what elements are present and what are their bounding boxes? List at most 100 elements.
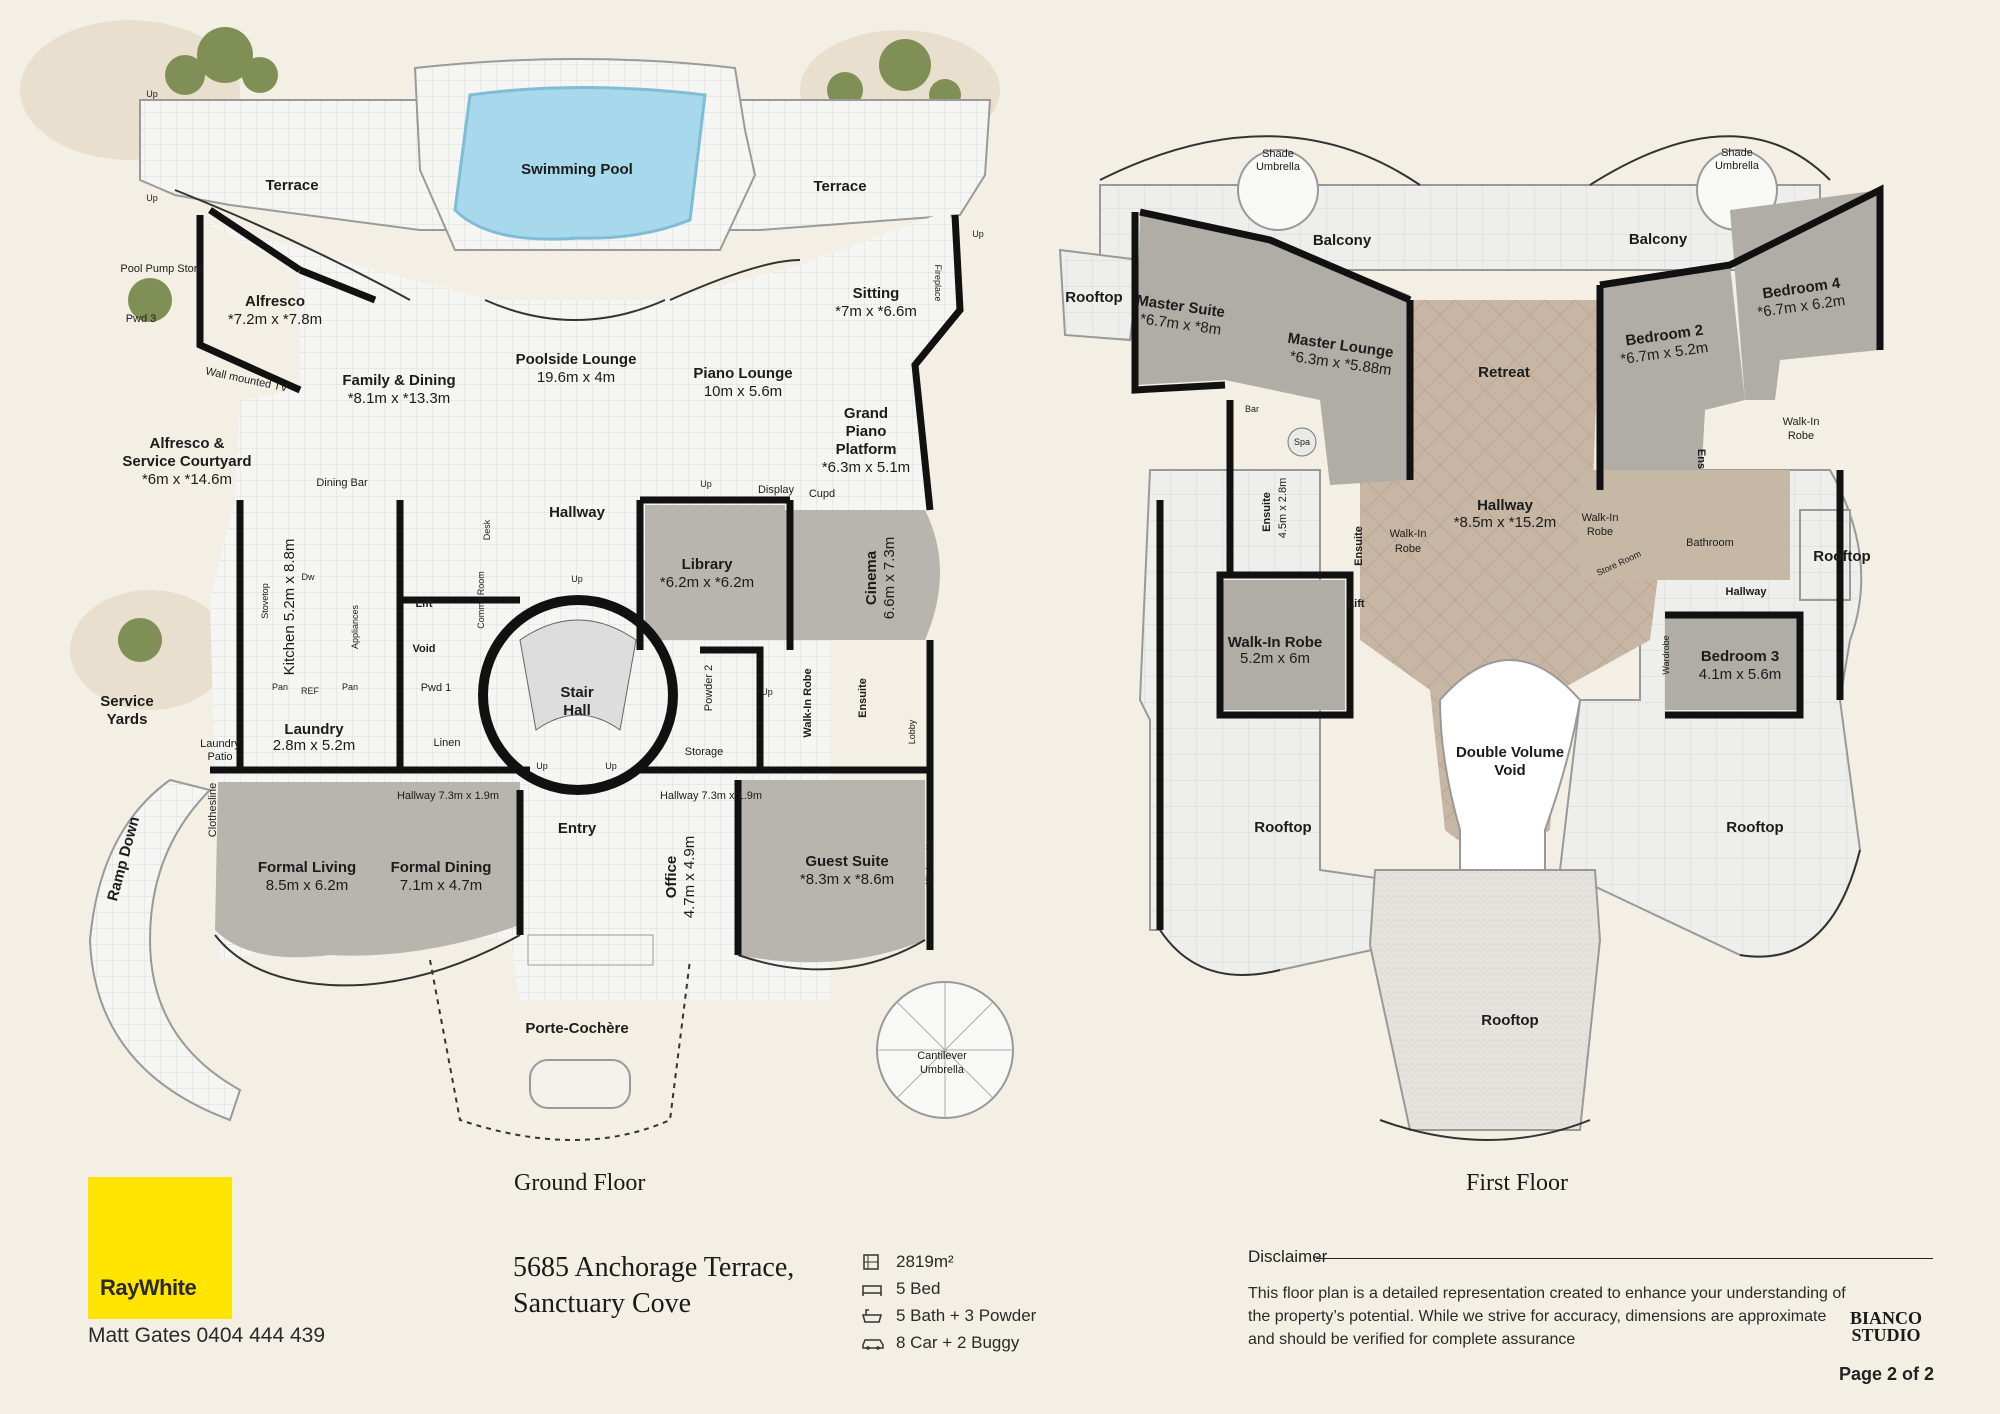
address-line-1: 5685 Anchorage Terrace,: [513, 1252, 795, 1283]
lobby-label: Lobby: [907, 719, 917, 744]
terrace-right-label: Terrace: [813, 178, 866, 195]
rooftop-small: [1058, 248, 1142, 342]
pan-label-right: Pan: [342, 682, 358, 692]
alfresco-courtyard-label-1: Alfresco &: [149, 435, 224, 452]
family-dining-dim: *8.1m x *13.3m: [348, 390, 451, 407]
bath-icon: [862, 1306, 896, 1326]
formal-dining-dim: 7.1m x 4.7m: [400, 877, 483, 894]
porte-cochere-label: Porte-Cochère: [525, 1020, 628, 1037]
library-fill: [645, 505, 785, 640]
ensuite-master-dim: 4.5m x 2.8m: [1277, 478, 1289, 539]
address-line-2: Sanctuary Cove: [513, 1288, 692, 1319]
comms-room-label: Comms Room: [476, 571, 486, 629]
laundry-patio-label-1: Laundry: [200, 738, 240, 750]
property-stats: 2819m² 5 Bed 5 Bath + 3 Powder 8 Car + 2…: [862, 1248, 1036, 1356]
wardrobe-label: Wardrobe: [1661, 635, 1671, 674]
robe-label-bed4: Robe: [1788, 430, 1814, 442]
library-label: Library: [682, 556, 734, 573]
glass-walls: [174, 189, 926, 987]
pan-label-left: Pan: [272, 682, 288, 692]
cantilever-label-2: Umbrella: [920, 1064, 965, 1076]
pool-pump-store-label: Pool Pump Store: [120, 263, 203, 275]
ramp-down: [88, 778, 242, 1122]
entry-label: Entry: [558, 820, 597, 837]
studio-line-1: BIANCO: [1850, 1308, 1923, 1328]
studio-line-2: STUDIO: [1851, 1325, 1921, 1345]
umbrella-icon: [1237, 149, 1319, 231]
shade-umbrella-label-2: Umbrella: [1256, 161, 1301, 173]
shade-umbrella-label-2: Umbrella: [1715, 160, 1760, 172]
ref-label: REF: [301, 686, 320, 696]
car-icon: [529, 1059, 631, 1109]
porte-cochere-outline: [429, 959, 691, 1141]
guest-suite-label: Guest Suite: [805, 853, 888, 870]
bedroom3-dim: 4.1m x 5.6m: [1699, 666, 1782, 683]
rooftop-left-label: Rooftop: [1254, 819, 1311, 836]
library-dim: *6.2m x *6.2m: [660, 574, 754, 591]
alfresco-courtyard-dim: *6m x *14.6m: [142, 471, 232, 488]
office-label: Office: [663, 856, 680, 899]
display-label: Display: [758, 484, 795, 496]
grand-piano-label-3: Platform: [836, 441, 897, 458]
grand-piano-label-1: Grand: [844, 405, 888, 422]
retreat-label: Retreat: [1478, 364, 1530, 381]
raywhite-logo-text: RayWhite: [100, 1275, 197, 1300]
alfresco-label: Alfresco: [245, 293, 305, 310]
fireplace-label: Fireplace: [933, 264, 943, 301]
building-icon: [862, 1252, 896, 1272]
ground-floor-plan: Terrace Swimming Pool Terrace Pool Pump …: [20, 20, 1014, 1141]
bed-icon: [862, 1279, 896, 1299]
guest-suite-fill: [738, 780, 925, 963]
hallway-small-label: Hallway: [1726, 586, 1768, 598]
stat-bath: 5 Bath + 3 Powder: [862, 1302, 1036, 1329]
staircase: [519, 619, 637, 731]
formal-living-dim: 8.5m x 6.2m: [266, 877, 349, 894]
swimming-pool: [453, 86, 707, 241]
laundry-patio-label-2: Patio: [207, 751, 232, 763]
stat-bed: 5 Bed: [862, 1275, 1036, 1302]
shade-umbrella-label-1: Shade: [1262, 148, 1294, 160]
double-volume-void: [1438, 659, 1582, 871]
walk-in-robe-big-dim: 5.2m x 6m: [1240, 650, 1310, 667]
sitting-label: Sitting: [853, 285, 900, 302]
rooftop-small-label: Rooftop: [1065, 289, 1122, 306]
first-floor-plan: Shade Umbrella Shade Umbrella Balcony Ba…: [1058, 135, 1884, 1141]
hallway-label: Hallway: [1477, 497, 1534, 514]
hallway-mid-label: Hallway: [549, 504, 606, 521]
up-label: Up: [972, 229, 984, 239]
rooftop-bottom: [1368, 869, 1602, 1131]
clothesline-label: Clothesline: [207, 783, 219, 837]
piano-lounge-label: Piano Lounge: [693, 365, 792, 382]
walk-in-robe-fill: [1220, 580, 1345, 710]
powder2-label: Powder 2: [703, 665, 715, 711]
ensuite-master-label: Ensuite: [1261, 492, 1273, 532]
appliances-label: Appliances: [350, 604, 360, 649]
ground-walls: [196, 207, 964, 955]
terrace-left-label: Terrace: [265, 177, 318, 194]
entry-steps: [527, 934, 654, 966]
walk-in-label-bed4: Walk-In: [1783, 416, 1820, 428]
first-floor-curves: [1099, 135, 1861, 1141]
hallway-dim: *8.5m x *15.2m: [1454, 514, 1557, 531]
family-dining-label: Family & Dining: [342, 372, 455, 389]
stat-area: 2819m²: [862, 1248, 1036, 1275]
walk-in-robe-big-label: Walk-In Robe: [1228, 634, 1322, 651]
kitchenette-label: Kitchenette: [924, 839, 934, 884]
poolside-lounge-dim: 19.6m x 4m: [537, 369, 615, 386]
walk-in-robe-label-1: Walk-In: [1390, 528, 1427, 540]
bianco-studio-logo: BIANCO STUDIO: [1850, 1308, 1923, 1345]
alfresco-courtyard-label-2: Service Courtyard: [122, 453, 251, 470]
rooftop-bottom-label: Rooftop: [1481, 1012, 1538, 1029]
first-floor-walls: [1131, 184, 1884, 930]
balcony-left-label: Balcony: [1313, 232, 1372, 249]
up-label: Up: [536, 761, 548, 771]
up-label: Up: [700, 479, 712, 489]
bar-label: Bar: [1245, 404, 1259, 414]
grand-piano-dim: *6.3m x 5.1m: [822, 459, 910, 476]
hallway-left-label: Hallway 7.3m x 1.9m: [397, 790, 499, 802]
office-dim: 4.7m x 4.9m: [681, 836, 698, 919]
robe-label-bed2: Robe: [1587, 526, 1613, 538]
stair-hall-label-2: Hall: [563, 702, 591, 719]
umbrella-spokes: [877, 982, 1013, 1118]
